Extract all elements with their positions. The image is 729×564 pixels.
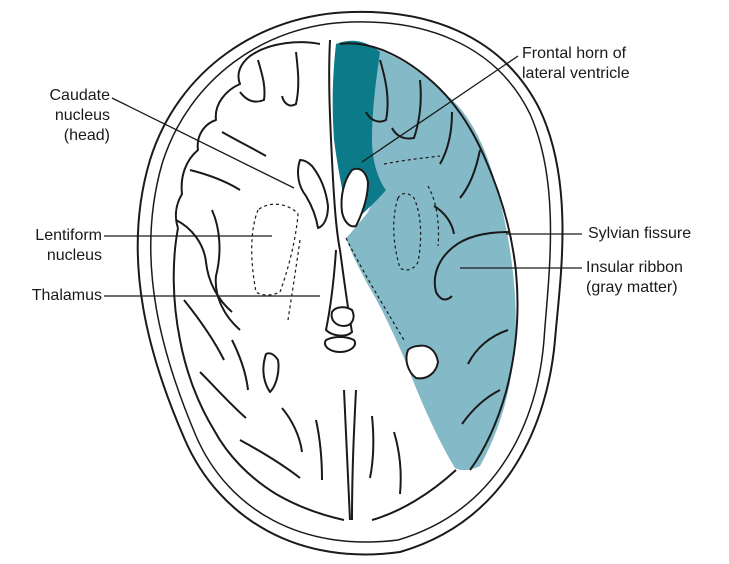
label-frontal-horn: Frontal horn of lateral ventricle	[522, 44, 702, 84]
label-lentiform-line-2: nucleus	[8, 246, 102, 266]
left-frontal-horn	[298, 160, 328, 228]
left-temporal-sulcus-1	[184, 300, 224, 360]
left-lentiform-outline	[252, 204, 298, 295]
label-frontal-horn-line-1: Frontal horn of	[522, 44, 702, 64]
label-thalamus-line-1: Thalamus	[6, 286, 102, 306]
label-sylvian-line-1: Sylvian fissure	[588, 224, 726, 244]
right-occipital-sulcus	[394, 432, 401, 494]
left-frontal-sulcus-2	[282, 52, 298, 106]
left-lentiform-nucleus	[252, 204, 300, 320]
label-insular-line-2: (gray matter)	[586, 278, 724, 298]
left-occipital-sulcus-2	[282, 408, 302, 452]
left-lateral-gyri	[174, 228, 344, 520]
label-insular-line-1: Insular ribbon	[586, 258, 724, 278]
left-lateral-ventricle-posterior	[263, 353, 278, 392]
interhemispheric-fissure-posterior	[344, 390, 356, 520]
left-posterior-sulcus	[232, 340, 248, 390]
label-caudate-line-1: Caudate	[24, 86, 110, 106]
label-sylvian-fissure: Sylvian fissure	[588, 224, 726, 244]
label-caudate-line-2: nucleus	[24, 106, 110, 126]
label-frontal-horn-line-2: lateral ventricle	[522, 64, 702, 84]
label-thalamus: Thalamus	[6, 286, 102, 306]
left-deep-structures	[263, 160, 328, 392]
left-frontal-sulcus-4	[190, 170, 240, 190]
label-caudate-nucleus: Caudate nucleus (head)	[24, 86, 110, 146]
left-frontal-sulcus-1	[240, 60, 265, 102]
right-occipital-sulcus-2	[370, 416, 373, 478]
label-caudate-line-3: (head)	[24, 126, 110, 146]
left-occipital-sulcus-3	[316, 420, 322, 480]
left-lateral-sulcus	[176, 220, 232, 312]
label-lentiform-nucleus: Lentiform nucleus	[8, 226, 102, 266]
left-insula-outline	[212, 210, 240, 330]
right-posterior-ventricle	[406, 346, 438, 379]
left-temporal-sulcus-2	[200, 372, 246, 418]
left-frontal-sulcus-3	[222, 132, 266, 156]
left-internal-capsule	[288, 240, 300, 320]
left-occipital-sulcus-1	[240, 440, 300, 478]
right-posterior-outline	[372, 470, 456, 520]
quadrigeminal-cistern	[325, 337, 355, 352]
left-hemisphere-gyri	[174, 42, 344, 520]
label-lentiform-line-1: Lentiform	[8, 226, 102, 246]
label-insular-ribbon: Insular ribbon (gray matter)	[586, 258, 724, 298]
pineal-region	[332, 307, 354, 326]
